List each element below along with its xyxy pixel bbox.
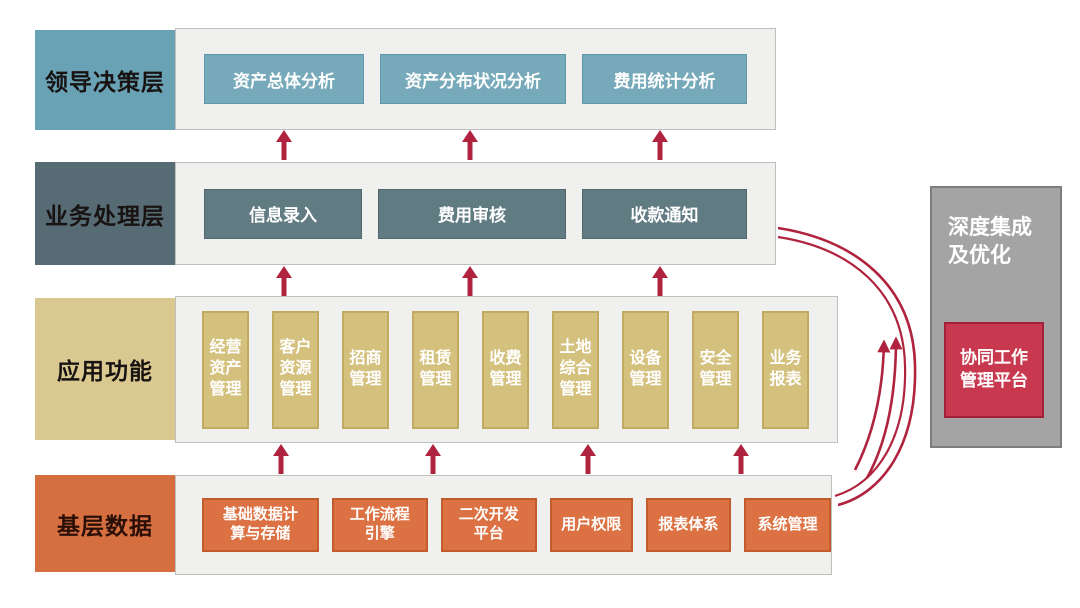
business-process-layer-container: 信息录入 费用审核 收款通知	[175, 162, 776, 265]
up-arrow-icon	[425, 444, 441, 474]
up-arrow-icon	[462, 266, 478, 296]
process-box: 费用审核	[378, 188, 566, 239]
application-functions-layer-container: 经营 资产 管理 客户 资源 管理 招商 管理 租赁 管理 收费 管理 土地 综…	[175, 296, 838, 443]
data-box: 基础数据计 算与存储	[202, 498, 319, 552]
process-box: 收款通知	[582, 188, 747, 239]
leadership-layer-container: 资产总体分析 资产分布状况分析 费用统计分析	[175, 28, 776, 130]
function-box: 业务 报表	[762, 310, 809, 429]
integration-panel: 深度集成 及优化 协同工作 管理平台	[930, 186, 1062, 448]
layer-label-application-functions: 应用功能	[35, 298, 175, 440]
layer-label-leadership: 领导决策层	[35, 30, 175, 130]
data-box: 用户权限	[549, 498, 633, 552]
layer-label-base-data: 基层数据	[35, 475, 175, 572]
function-box: 安全 管理	[692, 310, 739, 429]
connector-arc	[777, 235, 907, 498]
data-box: 工作流程 引擎	[331, 498, 428, 552]
up-arrow-icon	[462, 130, 478, 160]
layer-label-business-process: 业务处理层	[35, 162, 175, 265]
up-arrow-icon	[652, 130, 668, 160]
connector-arrow	[853, 339, 891, 471]
connector-arc	[777, 226, 917, 507]
curved-connector	[777, 226, 917, 507]
up-arrow-icon	[276, 266, 292, 296]
data-box: 系统管理	[743, 498, 832, 552]
process-box: 信息录入	[204, 188, 362, 239]
connector-arrow	[865, 336, 903, 479]
data-box: 二次开发 平台	[440, 498, 537, 552]
analysis-box: 资产总体分析	[204, 54, 364, 104]
function-box: 招商 管理	[342, 310, 389, 429]
function-box: 收费 管理	[482, 310, 529, 429]
up-arrow-icon	[273, 444, 289, 474]
collaboration-platform-box: 协同工作 管理平台	[944, 322, 1044, 418]
function-box: 经营 资产 管理	[202, 310, 249, 429]
function-box: 租赁 管理	[412, 310, 459, 429]
up-arrow-icon	[652, 266, 668, 296]
function-box: 设备 管理	[622, 310, 669, 429]
data-box: 报表体系	[645, 498, 731, 552]
up-arrow-icon	[733, 444, 749, 474]
integration-panel-title: 深度集成 及优化	[948, 216, 1032, 268]
base-data-layer-container: 基础数据计 算与存储 工作流程 引擎 二次开发 平台 用户权限 报表体系 系统管…	[175, 475, 832, 575]
analysis-box: 资产分布状况分析	[380, 54, 566, 104]
up-arrow-icon	[276, 130, 292, 160]
up-arrow-icon	[580, 444, 596, 474]
analysis-box: 费用统计分析	[582, 54, 747, 104]
function-box: 客户 资源 管理	[272, 310, 319, 429]
function-box: 土地 综合 管理	[552, 310, 599, 429]
